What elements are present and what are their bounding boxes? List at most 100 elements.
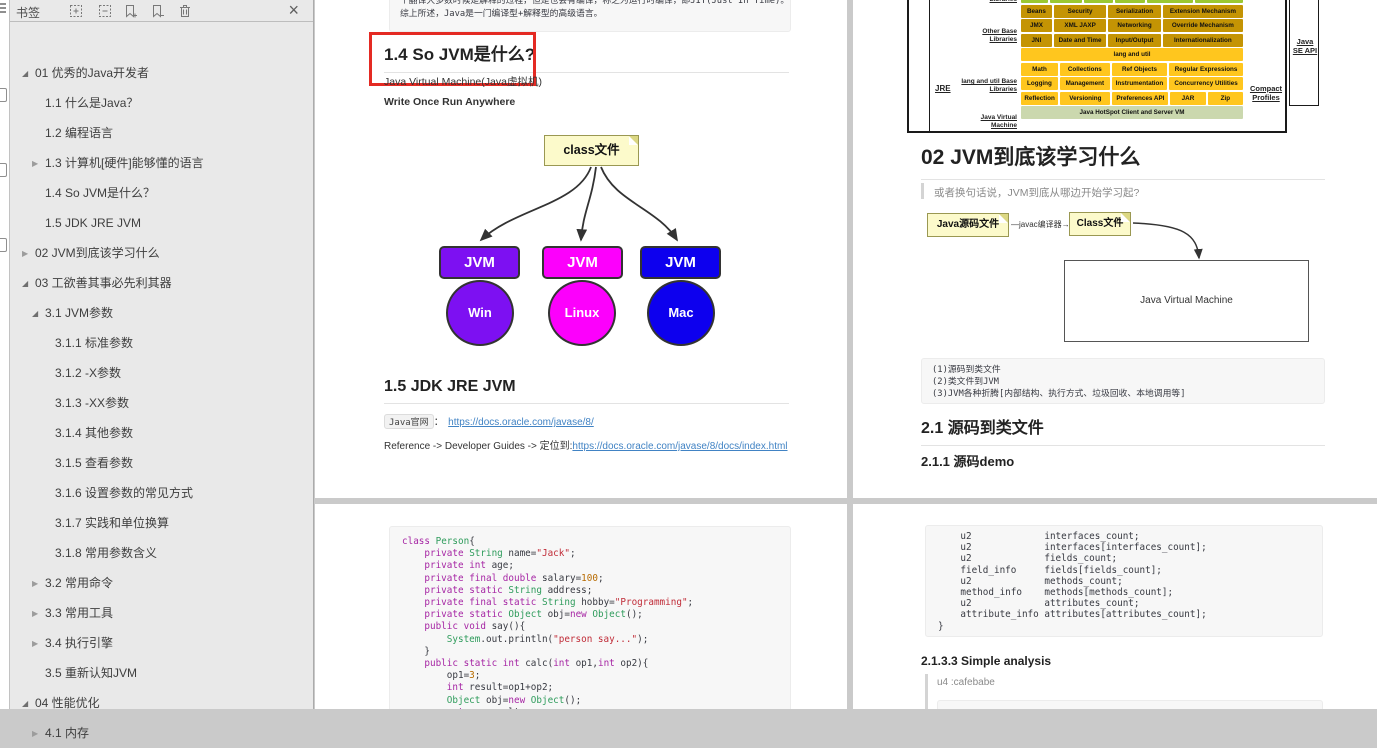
javase-api-label: Java SE API bbox=[1292, 37, 1318, 55]
bookmark-label: 3.1.6 设置参数的常见方式 bbox=[55, 486, 194, 500]
expand-arrow-icon[interactable]: ▶ bbox=[22, 249, 29, 258]
bookmark-item[interactable]: 3.1.5 查看参数 bbox=[10, 448, 313, 478]
code-line: u2 methods_count; bbox=[938, 575, 1123, 587]
bookmark-label: 3.4 执行引擎 bbox=[45, 636, 114, 650]
cafebabe-quote: u4 :cafebabe bbox=[937, 677, 995, 688]
os-circle-linux: Linux bbox=[548, 280, 616, 346]
jdk-cell: JNI bbox=[1021, 33, 1052, 47]
bookmark-item[interactable]: ◢01 优秀的Java开发者 bbox=[10, 58, 313, 88]
code-line: int result=op1+op2; bbox=[446, 682, 554, 694]
collapse-all-icon[interactable] bbox=[97, 3, 113, 19]
paragraph-wora: Write Once Run Anywhere bbox=[384, 96, 516, 108]
panel-icon[interactable] bbox=[0, 88, 7, 102]
menu-icon[interactable] bbox=[0, 3, 6, 13]
subsection-heading-2-1-1: 2.1.1 源码demo bbox=[921, 454, 1015, 469]
expand-arrow-icon[interactable]: ▶ bbox=[32, 729, 39, 738]
jdk-cell: IDL bbox=[1021, 0, 1049, 3]
bookmark-label: 1.4 So JVM是什么？ bbox=[45, 186, 156, 200]
code-line: } bbox=[938, 620, 944, 632]
red-highlight-annotation bbox=[369, 32, 536, 86]
bookmark-label: 3.1.5 查看参数 bbox=[55, 456, 134, 470]
heading-text: 1.5 JDK JRE JVM bbox=[384, 378, 516, 395]
bookmark-item[interactable]: 3.1.4 其他参数 bbox=[10, 418, 313, 448]
heading-text: 2.1 源码到类文件 bbox=[921, 420, 1044, 437]
bookmark-item[interactable]: 1.4 So JVM是什么？ bbox=[10, 178, 313, 208]
bookmark-item[interactable]: 3.1.8 常用参数含义 bbox=[10, 538, 313, 568]
remove-bookmark-icon[interactable] bbox=[150, 3, 166, 19]
jdk-cell: Concurrency Utilities bbox=[1169, 77, 1243, 90]
bookmark-item[interactable]: 1.5 JDK JRE JVM bbox=[10, 208, 313, 238]
panel-icon[interactable] bbox=[0, 238, 7, 252]
bookmark-item[interactable]: ◢3.1 JVM参数 bbox=[10, 298, 313, 328]
bookmark-item[interactable]: ◢04 性能优化 bbox=[10, 688, 313, 718]
panel-icon[interactable] bbox=[0, 163, 7, 177]
bookmarks-header: 书签 × bbox=[10, 0, 313, 22]
code-line: 个翻译大多数时候是解释的过程，但是也会有编译，称之为运行时编译，即JIT(Jus… bbox=[400, 0, 790, 6]
bookmark-item[interactable]: 3.1.6 设置参数的常见方式 bbox=[10, 478, 313, 508]
bookmark-item[interactable]: 1.1 什么是Java？ bbox=[10, 88, 313, 118]
collapse-arrow-icon[interactable]: ◢ bbox=[32, 309, 39, 318]
section-heading-2-1: 2.1 源码到类文件 bbox=[921, 414, 1325, 446]
expand-arrow-icon[interactable]: ▶ bbox=[32, 639, 39, 648]
java-site-tag: Java官网 bbox=[384, 414, 434, 429]
document-page-3: JDK JRE Integration LibrariesOther Base … bbox=[853, 0, 1377, 498]
bookmark-item[interactable]: ▶ 3.4 执行引擎 bbox=[10, 628, 313, 658]
bookmark-label: 3.3 常用工具 bbox=[45, 606, 114, 620]
close-panel-icon[interactable]: × bbox=[288, 0, 299, 20]
expand-arrow-icon[interactable]: ▶ bbox=[32, 579, 39, 588]
jdk-cell: JDBC bbox=[1050, 0, 1083, 3]
bookmark-label: 3.1.7 实践和单位换算 bbox=[55, 516, 170, 530]
bookmark-label: 03 工欲善其事必先利其器 bbox=[35, 276, 172, 290]
bookmark-item[interactable]: 3.5 重新认知JVM bbox=[10, 658, 313, 688]
bookmark-item[interactable]: 3.1.3 -XX参数 bbox=[10, 388, 313, 418]
expand-all-icon[interactable] bbox=[68, 3, 84, 19]
bookmark-label: 02 JVM到底该学习什么 bbox=[35, 246, 160, 260]
javase-link[interactable]: https://docs.oracle.com/javase/8/ bbox=[448, 417, 594, 428]
code-line: u2 interfaces_count; bbox=[938, 531, 1140, 542]
jdk-cell: JMX bbox=[1021, 19, 1052, 32]
class-file-note: Class文件 bbox=[1069, 212, 1131, 236]
class-to-jvm-arrow bbox=[1132, 222, 1203, 260]
quote-bar bbox=[921, 183, 924, 199]
section-heading-1-5: 1.5 JDK JRE JVM bbox=[384, 378, 789, 404]
chapter-heading-02: 02 JVM到底该学习什么 bbox=[921, 141, 1325, 180]
javase-docs-link[interactable]: https://docs.oracle.com/javase/8/docs/in… bbox=[572, 441, 788, 452]
collapse-arrow-icon[interactable]: ◢ bbox=[22, 279, 29, 288]
bookmark-item[interactable]: ▶ 02 JVM到底该学习什么 bbox=[10, 238, 313, 268]
jdk-cell: RMI bbox=[1114, 0, 1146, 3]
bookmark-item[interactable]: ▶1.3 计算机[硬件]能够懂的语言 bbox=[10, 148, 313, 178]
jdk-row: lang and util bbox=[1021, 48, 1243, 61]
classfile-struct-codeblock: u2 interfaces_count; u2 interfaces[inter… bbox=[925, 525, 1323, 637]
jdk-outer-box: JDK JRE Integration LibrariesOther Base … bbox=[907, 0, 1287, 133]
jdk-cell: Logging bbox=[1021, 77, 1058, 90]
add-bookmark-icon[interactable] bbox=[123, 3, 139, 19]
bookmark-item[interactable]: 3.1.2 -X参数 bbox=[10, 358, 313, 388]
expand-arrow-icon[interactable]: ▶ bbox=[32, 609, 39, 618]
bookmark-label: 1.5 JDK JRE JVM bbox=[45, 216, 142, 230]
bookmark-label: 3.2 常用命令 bbox=[45, 576, 114, 590]
bookmark-item[interactable]: ▶ 3.2 常用命令 bbox=[10, 568, 313, 598]
document-page-4: u2 interfaces_count; u2 interfaces[inter… bbox=[853, 504, 1377, 709]
jdk-row: Java HotSpot Client and Server VM bbox=[1021, 106, 1243, 119]
code-line: private static Object obj=new Object(); bbox=[424, 609, 643, 621]
jdk-side-label: Integration Libraries bbox=[957, 0, 1017, 3]
bookmark-item[interactable]: ▶ 4.1 内存 bbox=[10, 718, 313, 748]
bookmark-item[interactable]: 1.2 编程语言 bbox=[10, 118, 313, 148]
bookmark-label: 4.1 内存 bbox=[45, 726, 90, 740]
classfile-note: class文件 bbox=[544, 135, 639, 166]
delete-bookmark-icon[interactable] bbox=[177, 3, 193, 19]
bookmark-item[interactable]: 3.1.1 标准参数 bbox=[10, 328, 313, 358]
javac-arrow-label: —javac编译器→ bbox=[1011, 220, 1070, 229]
expand-arrow-icon[interactable]: ▶ bbox=[32, 159, 39, 168]
bookmark-item[interactable]: ▶ 3.3 常用工具 bbox=[10, 598, 313, 628]
reference-text: Reference -> Developer Guides -> 定位到: bbox=[384, 441, 573, 452]
dash: — bbox=[1011, 220, 1019, 229]
jdk-cell: Beans bbox=[1021, 4, 1052, 18]
bookmark-item[interactable]: 3.1.7 实践和单位换算 bbox=[10, 508, 313, 538]
collapse-arrow-icon[interactable]: ◢ bbox=[22, 69, 29, 78]
bookmark-item[interactable]: ◢ 03 工欲善其事必先利其器 bbox=[10, 268, 313, 298]
chapter-quote: 或者换句话说，JVM到底从哪边开始学习起? bbox=[934, 187, 1140, 199]
collapse-arrow-icon[interactable]: ◢ bbox=[22, 699, 29, 708]
